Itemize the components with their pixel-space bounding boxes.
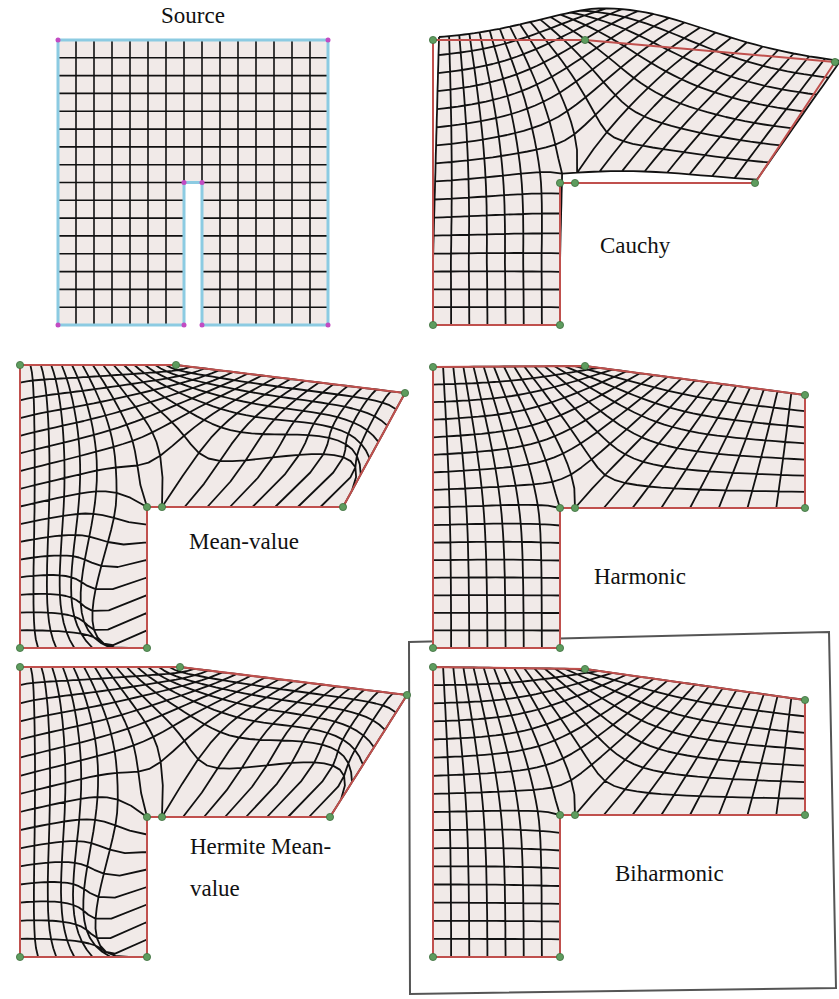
cage-vertex	[158, 813, 165, 820]
cage-vertex	[56, 323, 61, 328]
cage-vertex	[429, 663, 436, 670]
cage-vertex	[556, 811, 563, 818]
cage-vertex	[401, 389, 408, 396]
grid-lines	[20, 667, 407, 957]
cage-vertex	[801, 504, 808, 511]
cage-vertex	[403, 691, 410, 698]
grid-fill	[433, 667, 805, 957]
cage-outline	[433, 366, 805, 648]
grid-fill	[433, 366, 805, 648]
cage-vertex	[571, 179, 578, 186]
cage-vertex	[16, 953, 23, 960]
grid-fill	[20, 667, 407, 957]
deformed-grid-source	[56, 38, 331, 328]
cage-vertex	[143, 953, 150, 960]
cage-vertex	[571, 504, 578, 511]
cage-vertex	[200, 180, 205, 185]
cage-vertex	[581, 362, 588, 369]
cage-vertex	[326, 38, 331, 43]
deformed-grid-mv	[16, 361, 408, 651]
cage-outline	[433, 667, 805, 957]
cage-vertex	[429, 321, 436, 328]
cage-vertex	[16, 663, 23, 670]
cage-vertex	[751, 179, 758, 186]
grid-fill	[58, 40, 328, 325]
cage-vertex	[556, 644, 563, 651]
cage-vertex	[801, 696, 808, 703]
cage-vertex	[16, 361, 23, 368]
grid-lines	[433, 366, 805, 648]
method-label: Hermite Mean-value	[188, 826, 342, 910]
cage-vertex	[16, 644, 23, 651]
cage-outline	[20, 667, 407, 957]
cage-vertex	[200, 323, 205, 328]
grid-fill	[433, 9, 839, 326]
cage-vertex	[581, 36, 588, 43]
cage-vertex	[182, 323, 187, 328]
cage-vertex	[143, 503, 150, 510]
deformed-grid-herm	[16, 663, 410, 960]
cage-outline	[433, 40, 835, 325]
cage-vertex	[556, 504, 563, 511]
cage-vertex	[429, 363, 436, 370]
method-label: Biharmonic	[613, 860, 726, 888]
deformed-grid-bih	[429, 663, 808, 960]
method-label: Mean-value	[187, 528, 301, 556]
cage-vertex	[429, 36, 436, 43]
method-label: Cauchy	[598, 232, 672, 260]
cage-vertex	[143, 813, 150, 820]
cage-vertex	[556, 179, 563, 186]
cage-vertex	[143, 644, 150, 651]
deformed-grid-cauchy	[429, 9, 839, 329]
grid-lines	[58, 40, 328, 325]
cage-outline	[20, 365, 405, 648]
grid-fill	[20, 365, 405, 648]
cage-vertex	[556, 321, 563, 328]
deformed-grid-harm	[429, 362, 808, 651]
cage-vertex	[801, 391, 808, 398]
cage-vertex	[172, 361, 179, 368]
grid-lines	[20, 365, 405, 648]
cage-vertex	[326, 323, 331, 328]
cage-vertex	[326, 813, 333, 820]
cage-vertex	[581, 665, 588, 672]
cage-vertex	[429, 644, 436, 651]
cage-vertex	[556, 953, 563, 960]
cage-vertex	[831, 58, 838, 65]
highlight-frame	[409, 632, 836, 994]
cage-vertex	[801, 811, 808, 818]
cage-outline	[58, 40, 328, 325]
cage-vertex	[182, 180, 187, 185]
cage-vertex	[56, 38, 61, 43]
grid-lines	[433, 667, 805, 957]
cage-vertex	[176, 663, 183, 670]
cage-vertex	[571, 811, 578, 818]
method-label: Source	[159, 2, 227, 30]
cage-vertex	[339, 503, 346, 510]
cage-vertex	[158, 503, 165, 510]
cage-vertex	[429, 953, 436, 960]
method-label: Harmonic	[592, 563, 688, 591]
grid-lines	[433, 9, 839, 326]
